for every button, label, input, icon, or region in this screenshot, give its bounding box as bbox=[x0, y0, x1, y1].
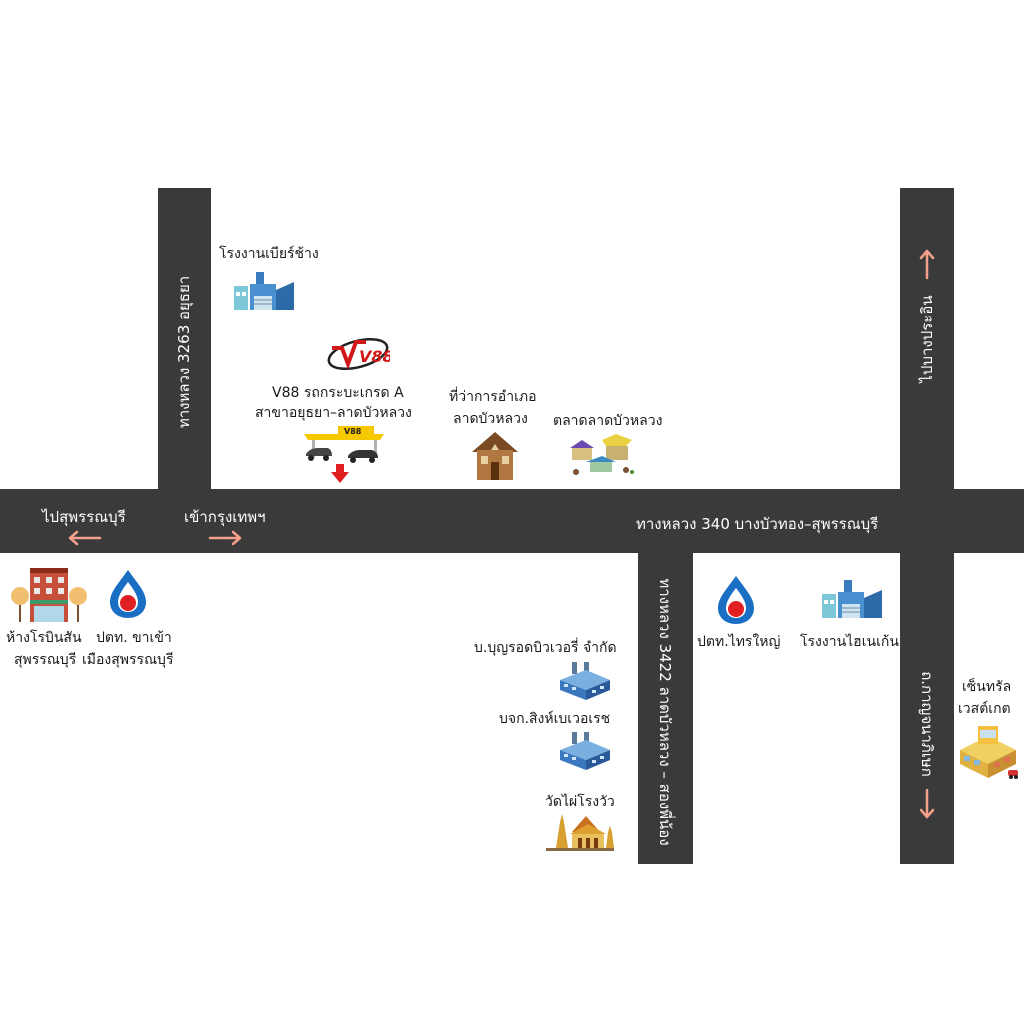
robinson-line2: สุพรรณบุรี bbox=[14, 652, 77, 668]
arrow-down-icon bbox=[919, 788, 935, 819]
center-vertical-road-label: ทางหลวง 3422 ลาดบัวหลวง – สองพี่น้อง bbox=[656, 578, 674, 846]
market-label: ตลาดลาดบัวหลวง bbox=[553, 413, 663, 429]
boonrod-label: บ.บุญรอดบิวเวอรี่ จำกัด bbox=[474, 640, 617, 656]
district-office-line2: ลาดบัวหลวง bbox=[453, 411, 528, 427]
v88-title-line1: V88 รถกระบะเกรด A bbox=[272, 385, 404, 401]
robinson-line1: ห้างโรบินสัน bbox=[6, 630, 82, 646]
beer-factory-label: โรงงานเบียร์ช้าง bbox=[219, 246, 319, 262]
road-right-vertical bbox=[900, 188, 954, 864]
mall-building-icon bbox=[11, 568, 87, 622]
ptt-logo-icon bbox=[110, 570, 146, 618]
shopping-mall-icon bbox=[960, 726, 1018, 779]
svg-text:V88: V88 bbox=[344, 427, 362, 436]
arrow-up-icon bbox=[919, 249, 935, 280]
road-center-vertical bbox=[638, 553, 693, 864]
temple-icon bbox=[546, 814, 614, 851]
ptt-inbound-line2: เมืองสุพรรณบุรี bbox=[82, 652, 174, 668]
ptt-logo-icon-2 bbox=[718, 576, 754, 624]
factory-icon bbox=[234, 272, 294, 310]
arrow-left-icon bbox=[68, 530, 102, 546]
main-road-label: ทางหลวง 340 บางบัวทอง–สุพรรณบุรี bbox=[636, 515, 879, 533]
v88-logo-icon: V88 bbox=[327, 337, 390, 371]
to-suphanburi-label: ไปสุพรรณบุรี bbox=[42, 508, 126, 526]
brewery-icon-2 bbox=[560, 732, 610, 770]
market-icon bbox=[570, 434, 634, 475]
arrow-right-icon bbox=[208, 530, 242, 546]
ptt-sai-yai-label: ปตท.ไทรใหญ่ bbox=[697, 634, 781, 650]
road-main-horizontal bbox=[0, 489, 1024, 553]
factory-icon-2 bbox=[822, 580, 882, 618]
gas-station-icon: V88 bbox=[304, 426, 384, 463]
right-bottom-road-label: ถ.กาญจนาภิเษก bbox=[918, 671, 936, 777]
brewery-icon bbox=[560, 662, 610, 700]
ptt-inbound-line1: ปตท. ขาเข้า bbox=[96, 630, 172, 646]
singha-label: บจก.สิงห์เบเวอเรช bbox=[499, 711, 611, 727]
central-line1: เซ็นทรัล bbox=[962, 679, 1012, 695]
district-office-line1: ที่ว่าการอำเภอ bbox=[449, 389, 537, 405]
temple-label: วัดไผ่โรงวัว bbox=[545, 794, 615, 810]
location-arrow-icon bbox=[331, 464, 349, 483]
heineken-label: โรงงานไฮเนเก้น bbox=[800, 634, 899, 650]
road-left-vertical bbox=[158, 188, 211, 490]
house-icon bbox=[472, 432, 518, 480]
v88-title-line2: สาขาอยุธยา–ลาดบัวหลวง bbox=[255, 405, 412, 421]
right-top-road-label: ไปบางประอิน bbox=[918, 295, 936, 383]
central-line2: เวสต์เกต bbox=[958, 701, 1011, 717]
left-vertical-road-label: ทางหลวง 3263 อยุธยา bbox=[175, 275, 193, 429]
to-bangkok-label: เข้ากรุงเทพฯ bbox=[184, 508, 266, 526]
svg-text:V88: V88 bbox=[359, 347, 390, 366]
